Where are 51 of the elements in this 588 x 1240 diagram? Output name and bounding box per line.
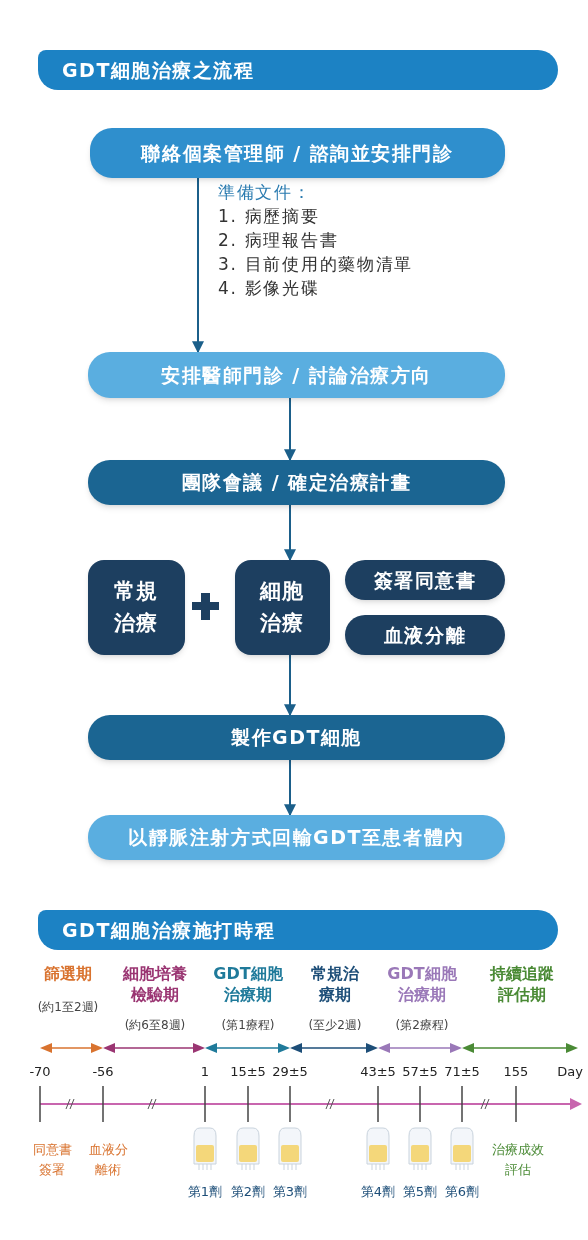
process-box: 團隊會議 / 確定治療計畫	[88, 460, 505, 505]
process-box: 以靜脈注射方式回輸GDT至患者體內	[88, 815, 505, 860]
timeline-label: 第2劑	[229, 1183, 267, 1201]
timeline-label: (約6至8週)	[123, 1017, 187, 1034]
timeline-label: 篩選期	[43, 964, 93, 985]
timeline-label: 57±5	[401, 1063, 439, 1081]
timeline-label: 第3劑	[271, 1183, 309, 1201]
document-list-item: 4. 影像光碟	[218, 277, 321, 300]
document-list-item: 準備文件：	[218, 181, 313, 204]
timeline-label: 血液分離術	[88, 1141, 128, 1179]
process-box: 常規治療	[88, 560, 185, 655]
arrow	[284, 759, 296, 817]
arrow	[284, 504, 296, 562]
timeline-label: 細胞培養檢驗期	[121, 964, 188, 1006]
timeline-label: 治療成效評估	[491, 1141, 545, 1179]
timeline-label: (約1至2週)	[36, 999, 100, 1016]
timeline-label: (第2療程)	[394, 1017, 450, 1034]
arrow	[284, 397, 296, 462]
timeline-label: 1	[199, 1063, 211, 1081]
timeline-label: 71±5	[443, 1063, 481, 1081]
document-list-item: 3. 目前使用的藥物清單	[218, 253, 415, 276]
timeline-label: GDT細胞治療期	[213, 964, 283, 1006]
timeline-label: 第1劑	[186, 1183, 224, 1201]
timeline-label: Day	[556, 1063, 584, 1081]
timeline-label: 常規治療期	[310, 964, 360, 1006]
section-banner: GDT細胞治療之流程	[38, 50, 558, 90]
timeline-label: (第1療程)	[220, 1017, 276, 1034]
timeline-label: 155	[502, 1063, 530, 1081]
process-box: 血液分離	[345, 615, 505, 655]
timeline-label: 同意書簽署	[31, 1141, 73, 1179]
timeline-label: 第4劑	[359, 1183, 397, 1201]
process-box: 細胞治療	[235, 560, 330, 655]
document-list-item: 2. 病理報告書	[218, 229, 340, 252]
arrow	[192, 177, 204, 354]
timeline-label: 第6劑	[443, 1183, 481, 1201]
process-box: 簽署同意書	[345, 560, 505, 600]
timeline-label: -56	[91, 1063, 115, 1081]
arrow	[284, 654, 296, 717]
timeline-label: 29±5	[271, 1063, 309, 1081]
timeline-label: 持續追蹤評估期	[488, 964, 555, 1006]
timeline-label: 第5劑	[401, 1183, 439, 1201]
document-list-item: 1. 病歷摘要	[218, 205, 321, 228]
timeline-label: 15±5	[229, 1063, 267, 1081]
timeline-label: 43±5	[359, 1063, 397, 1081]
process-box: 安排醫師門診 / 討論治療方向	[88, 352, 505, 398]
process-box: 聯絡個案管理師 / 諮詢並安排門診	[90, 128, 505, 178]
section-banner: GDT細胞治療施打時程	[38, 910, 558, 950]
timeline-label: GDT細胞治療期	[387, 964, 457, 1006]
timeline-label: -70	[28, 1063, 52, 1081]
process-box: 製作GDT細胞	[88, 715, 505, 760]
timeline-label: (至少2週)	[307, 1017, 363, 1034]
